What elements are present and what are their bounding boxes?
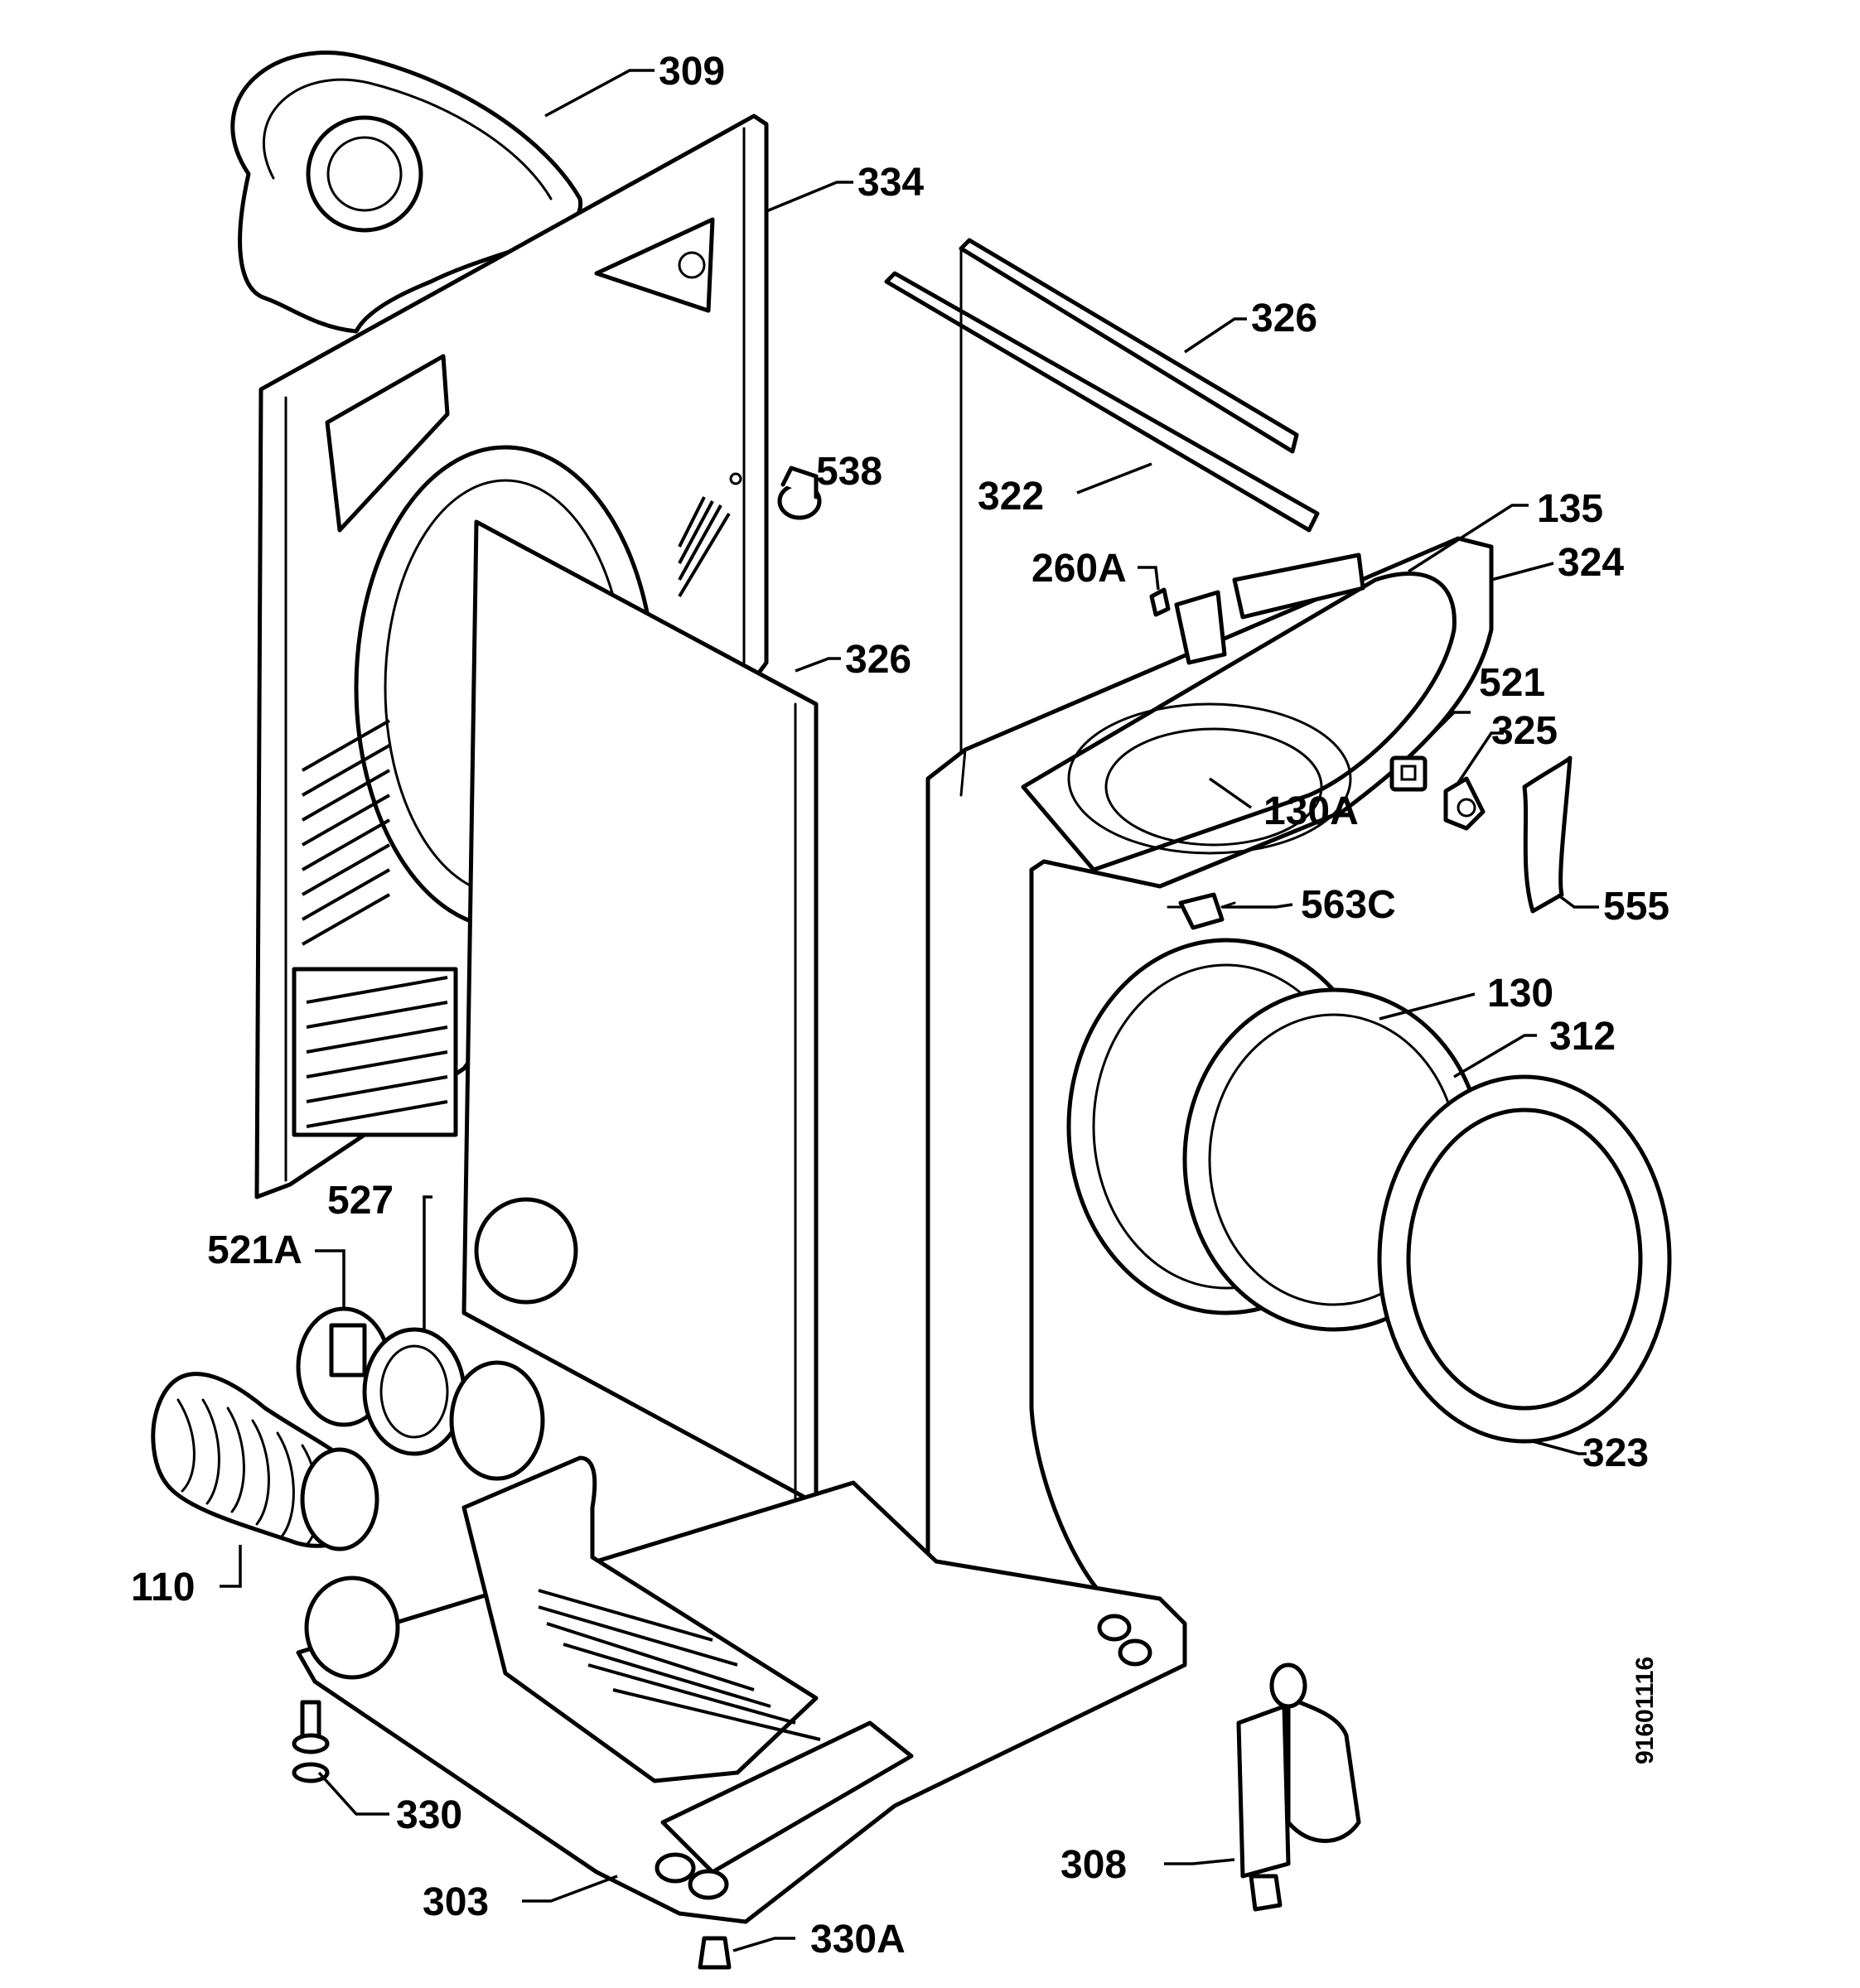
part-324-front-panel (925, 536, 1494, 1597)
part-326-side-panel (461, 519, 819, 1506)
label-326-top: 326 (1251, 297, 1317, 340)
back-panel-vents-lower (306, 976, 448, 1128)
part-527-ring (362, 1327, 466, 1456)
label-555: 555 (1603, 885, 1669, 929)
leader-521A (315, 1249, 345, 1309)
part-521-switch (1389, 755, 1428, 792)
part-labels: 309 334 326 538 322 135 260A 324 326 521… (131, 50, 1669, 1961)
label-312: 312 (1549, 1015, 1616, 1059)
label-130A: 130A (1263, 789, 1359, 833)
label-110: 110 (131, 1566, 195, 1609)
label-130: 130 (1487, 972, 1553, 1016)
part-110-hose (151, 1372, 379, 1551)
part-322-seal-strip (884, 271, 1320, 533)
label-324: 324 (1558, 541, 1624, 585)
label-330: 330 (396, 1793, 462, 1837)
leader-110 (220, 1545, 242, 1588)
back-panel-vents-upper (302, 719, 390, 946)
leader-334 (766, 181, 853, 213)
leader-260A (1138, 566, 1160, 591)
base-vents (538, 1589, 821, 1741)
leader-312 (1453, 1034, 1537, 1078)
part-555-handle (1522, 755, 1573, 914)
part-308-hinge (1236, 1662, 1361, 1912)
leader-325 (1457, 731, 1504, 784)
leader-323 (1532, 1440, 1587, 1455)
label-325: 325 (1491, 709, 1558, 753)
leader-130 (1379, 992, 1476, 1021)
leader-309 (544, 69, 655, 118)
part-325-latch (1443, 776, 1486, 831)
leader-563C (1222, 903, 1293, 909)
leader-135 (1408, 504, 1529, 573)
leader-326-mid (795, 657, 841, 673)
label-334: 334 (858, 161, 924, 205)
part-538-bushing (777, 466, 822, 520)
label-521A: 521A (207, 1228, 302, 1272)
leader-lines (220, 69, 1599, 1952)
label-135: 135 (1537, 487, 1603, 531)
label-260A: 260A (1031, 547, 1127, 591)
leader-555 (1556, 893, 1599, 909)
leader-527 (408, 1195, 432, 1331)
label-322: 322 (978, 475, 1044, 519)
leader-322 (1076, 462, 1152, 495)
part-260A-clip (1149, 587, 1171, 617)
label-521: 521 (1479, 661, 1545, 705)
part-563C-connector (1167, 892, 1236, 930)
leader-330A (732, 1937, 795, 1952)
part-303-base (296, 1360, 1187, 1924)
label-330A: 330A (810, 1918, 906, 1961)
label-323: 323 (1582, 1431, 1649, 1475)
leader-330 (317, 1771, 389, 1816)
leader-308 (1164, 1858, 1235, 1865)
leader-130A (1208, 777, 1253, 809)
label-527: 527 (327, 1179, 394, 1223)
label-538: 538 (816, 450, 882, 494)
leader-521 (1415, 711, 1471, 751)
leader-324 (1490, 562, 1554, 581)
part-330A-nut (698, 1936, 732, 1970)
back-panel-vents-right (678, 496, 731, 598)
label-303: 303 (423, 1880, 489, 1924)
part-309-duct-cover (230, 51, 583, 334)
leader-326-top (1184, 317, 1247, 354)
document-number: 91601116 (1631, 1657, 1659, 1764)
label-563C: 563C (1301, 883, 1396, 927)
leader-303 (522, 1875, 618, 1903)
part-330-foot-screw (292, 1700, 330, 1783)
label-326-mid: 326 (845, 638, 911, 682)
label-309: 309 (659, 50, 725, 94)
part-323-door-rim (1377, 1074, 1672, 1444)
label-308: 308 (1060, 1843, 1127, 1887)
